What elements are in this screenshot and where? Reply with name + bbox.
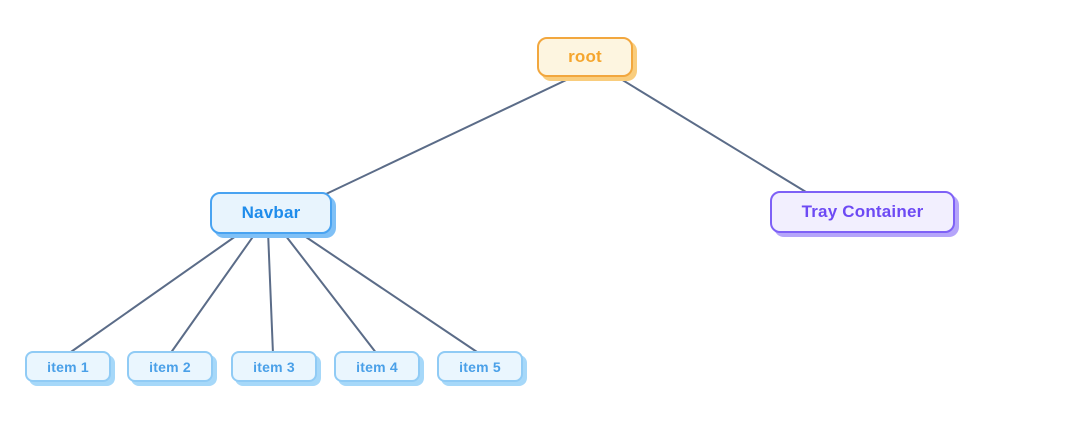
node-tray-container-label: Tray Container <box>801 202 924 221</box>
node-item-1-label: item 1 <box>47 358 89 375</box>
node-navbar-label: Navbar <box>241 203 301 222</box>
node-root-label: root <box>568 47 602 66</box>
node-item-2-label: item 2 <box>149 358 191 375</box>
node-item-3[interactable]: item 3 <box>231 351 317 382</box>
edge-navbar-item5 <box>296 230 481 355</box>
node-item-2[interactable]: item 2 <box>127 351 213 382</box>
node-tray-container[interactable]: Tray Container <box>770 191 955 233</box>
node-item-5[interactable]: item 5 <box>437 351 523 382</box>
node-item-4-label: item 4 <box>356 358 398 375</box>
edge-navbar-item4 <box>281 230 378 355</box>
edge-navbar-item1 <box>67 230 244 355</box>
node-item-3-label: item 3 <box>253 358 295 375</box>
edge-navbar-item2 <box>169 230 258 355</box>
edge-root-navbar <box>325 72 582 195</box>
edge-root-tray <box>610 72 807 193</box>
node-root[interactable]: root <box>537 37 633 77</box>
edge-navbar-item3 <box>267 230 274 355</box>
node-item-1[interactable]: item 1 <box>25 351 111 382</box>
node-navbar[interactable]: Navbar <box>210 192 332 234</box>
node-item-5-label: item 5 <box>459 358 501 375</box>
node-item-4[interactable]: item 4 <box>334 351 420 382</box>
